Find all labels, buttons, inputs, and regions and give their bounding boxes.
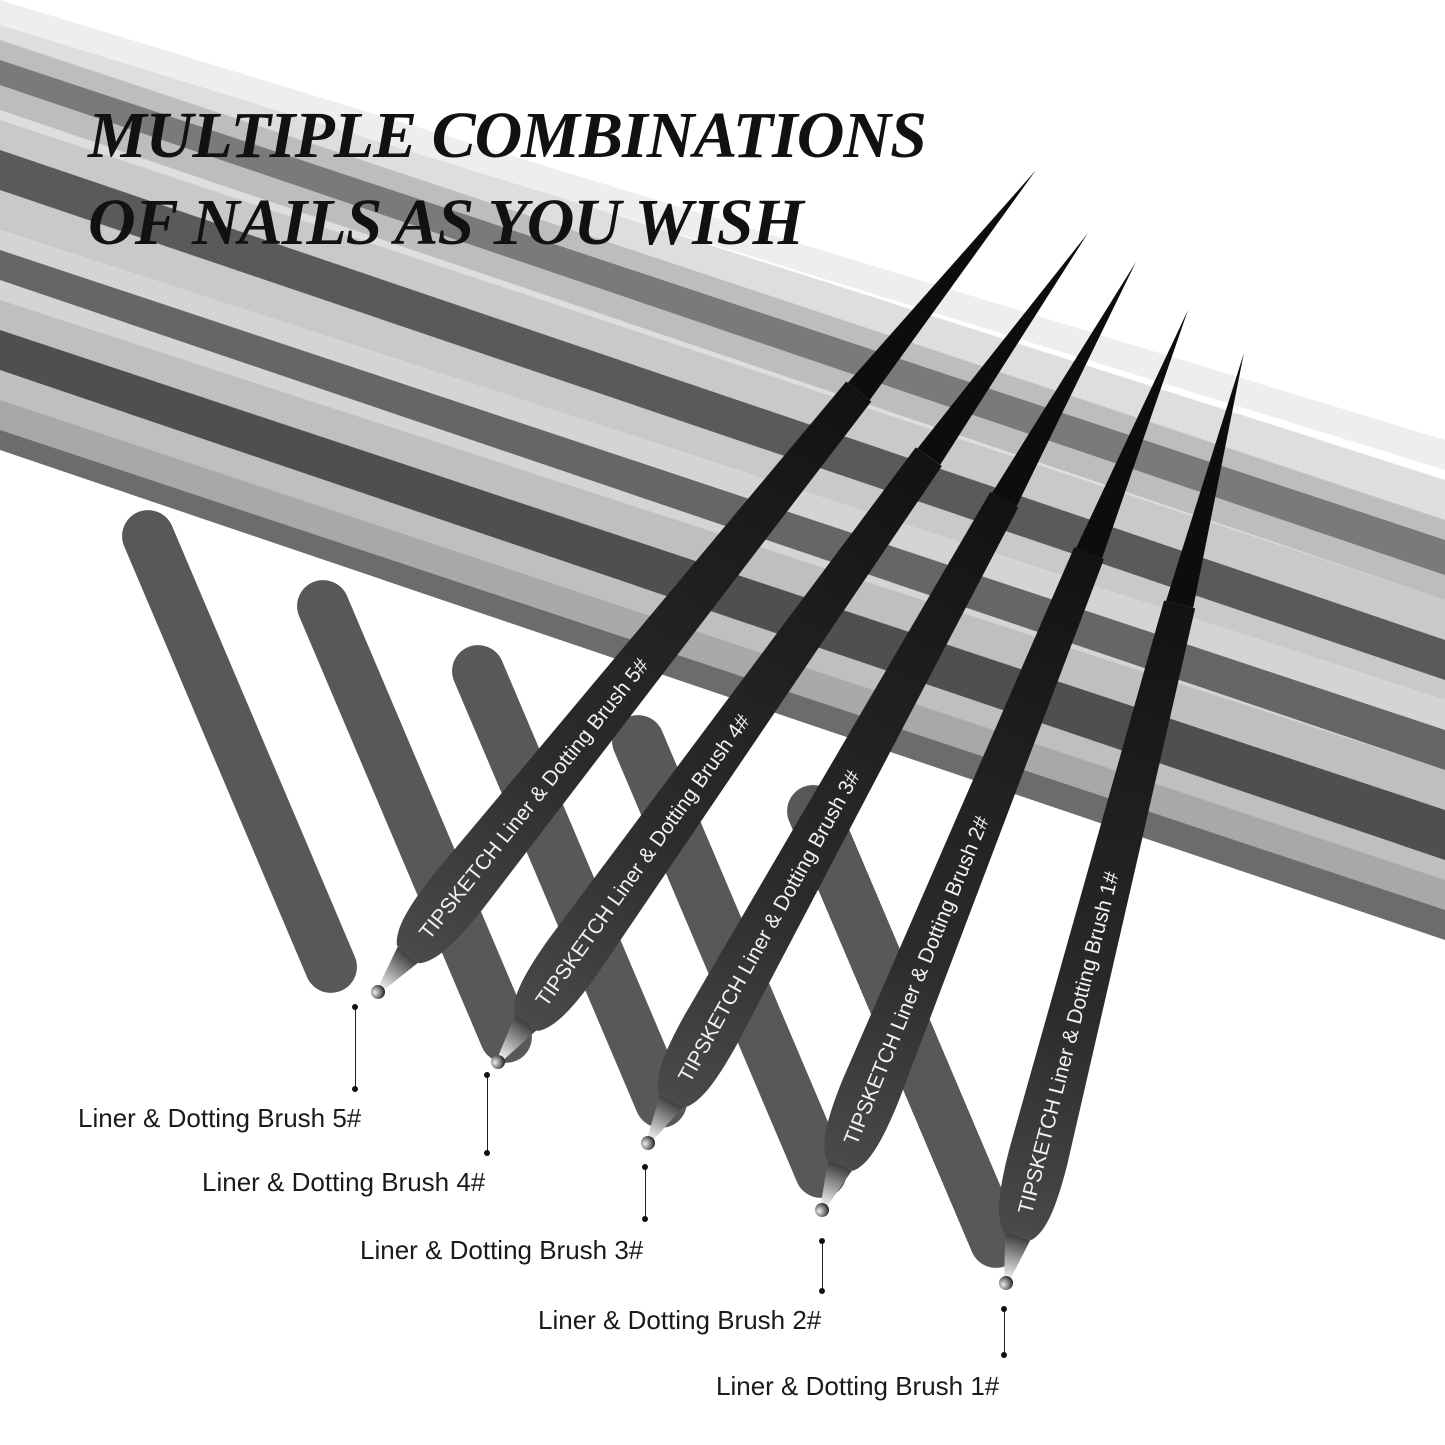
brush-label: Liner & Dotting Brush 1# [716,1371,1000,1401]
dotting-ball [491,1055,505,1069]
liner-bristle [917,233,1088,465]
callout-dot [642,1216,648,1222]
callout-dot [1001,1352,1007,1358]
liner-bristle [992,262,1136,507]
callout-dot [352,1086,358,1092]
brush-handle [396,381,872,964]
callout-dot [642,1164,648,1170]
callout-line [821,1241,823,1291]
brush-handle [999,600,1196,1240]
metal-ferrule [497,1015,537,1061]
metal-ferrule [1004,1233,1031,1280]
dotting-ball [641,1136,655,1150]
callout-dot [1001,1306,1007,1312]
dotting-ball [999,1276,1013,1290]
brush-label: Liner & Dotting Brush 3# [360,1235,644,1265]
metal-ferrule [647,1094,683,1141]
brush-label: Liner & Dotting Brush 5# [78,1103,362,1133]
callout-dot [484,1150,490,1156]
metal-ferrule [378,946,419,991]
dotting-ball [815,1203,829,1217]
handle-engraving: TIPSKETCH Liner & Dotting Brush 1# [1014,869,1124,1216]
callout-line [486,1075,488,1153]
streak-background [0,0,1445,940]
liner-bristle [1076,309,1189,559]
callout-line [1003,1309,1005,1355]
brush-handle [513,447,942,1032]
callout-line [354,1007,356,1089]
callout-dot [819,1238,825,1244]
brush-label: Liner & Dotting Brush 4# [202,1167,486,1197]
callout-dot [819,1288,825,1294]
headline-line-2: OF NAILS AS YOU WISH [88,186,804,259]
brush-handle [824,547,1104,1171]
brush-handle [657,492,1019,1108]
headline-line-1: MULTIPLE COMBINATIONS [88,99,927,172]
callout-dot [352,1004,358,1010]
metal-ferrule [820,1160,853,1208]
dotting-ball [371,985,385,999]
liner-bristle [1166,352,1244,608]
callout-dot [484,1072,490,1078]
brush-label: Liner & Dotting Brush 2# [538,1305,822,1335]
liner-bristle [847,170,1037,401]
callout-line [644,1167,646,1219]
